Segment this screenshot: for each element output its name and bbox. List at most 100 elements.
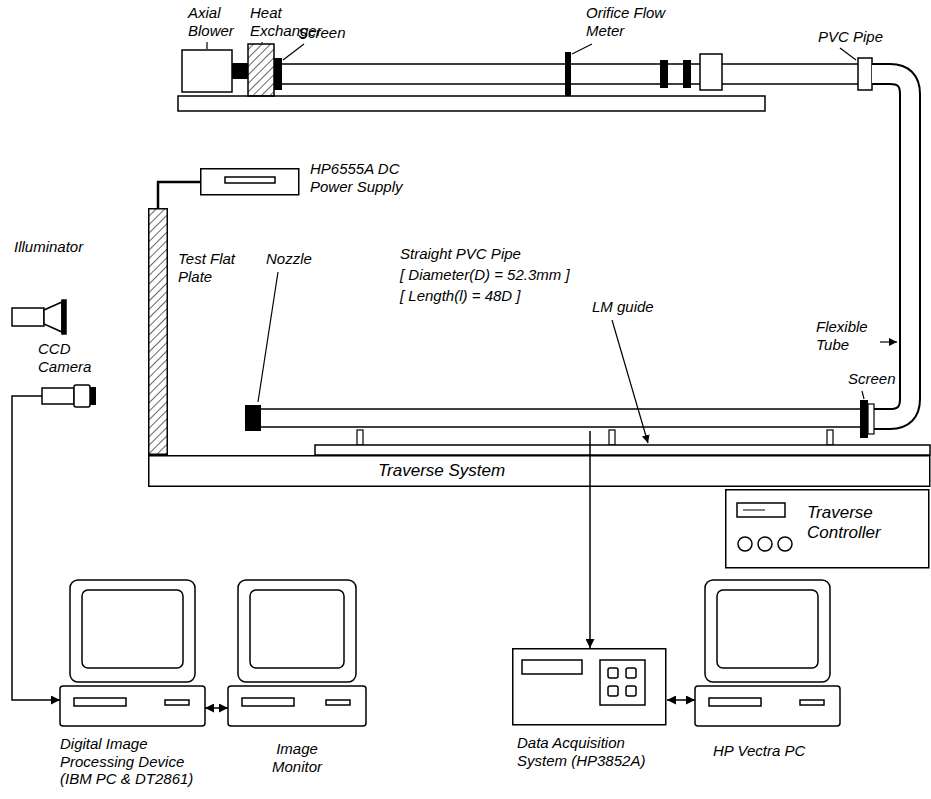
component-label: Straight PVC Pipe — [400, 245, 660, 263]
lm-guide — [315, 445, 930, 455]
component-label: [ Diameter(D) = 52.3mm ] — [400, 266, 660, 284]
flexible-tube — [872, 74, 910, 419]
traverse-controller-outline — [743, 510, 765, 511]
leader-line — [572, 44, 592, 54]
leader-line — [283, 44, 304, 60]
axial-blower — [182, 50, 248, 92]
workstation-pc-outline — [717, 590, 818, 668]
image-monitor-outline — [228, 580, 366, 728]
ccd-camera-outline — [42, 385, 96, 407]
workstation-pc: HP Vectra PC — [695, 580, 840, 770]
data-acquisition-unit-outline — [512, 648, 667, 726]
traverse-controller-outline — [726, 490, 929, 568]
image-monitor-outline — [228, 580, 366, 726]
part-label: Screen — [298, 24, 368, 42]
ccd-camera-outline — [42, 388, 74, 404]
dc-power-supply-outline — [200, 168, 300, 196]
pipe-ring — [700, 54, 722, 90]
screen-upper — [274, 58, 282, 90]
traverse-controller-outline — [758, 537, 772, 551]
leader-line — [206, 42, 207, 49]
part-label: Nozzle — [266, 250, 336, 268]
test-pipe-outline — [261, 426, 860, 428]
pipe-ring — [660, 60, 668, 88]
signal-line — [589, 431, 591, 648]
data-acquisition-unit-outline — [626, 668, 636, 678]
data-acquisition-unit-outline — [600, 660, 645, 705]
blower-platform — [178, 96, 765, 111]
image-monitor-outline — [250, 590, 344, 668]
heat-exchanger — [248, 44, 274, 96]
test-plate-outline — [148, 208, 168, 455]
data-acquisition-unit-outline — [522, 660, 582, 674]
data-acquisition-unit-outline — [513, 649, 666, 725]
workstation-pc-outline — [709, 698, 761, 706]
traverse-base: Traverse System — [148, 455, 931, 487]
data-acquisition-unit-outline — [513, 649, 666, 725]
leader-line — [261, 42, 262, 43]
power-wire — [158, 182, 200, 208]
part-label: Screen — [848, 370, 908, 388]
image-processing-pc-outline — [82, 590, 183, 668]
signal-line — [12, 396, 60, 700]
image-processing-pc-outline — [165, 700, 189, 705]
pipe-fitting — [858, 58, 872, 90]
dc-power-supply-outline — [201, 169, 299, 195]
illuminator-icon — [62, 300, 66, 334]
orifice-plate — [565, 52, 571, 96]
image-monitor-outline — [238, 580, 356, 682]
part-label: Orifice Flow Meter — [586, 4, 666, 39]
ccd-camera-outline — [42, 385, 98, 407]
screen-lower — [860, 400, 868, 438]
screen-upper — [274, 58, 282, 90]
test-pipe: Straight PVC Pipe [ Diameter(D) = 52.3mm … — [245, 245, 865, 431]
image-processing-pc: Digital Image Processing Device (IBM PC … — [60, 580, 210, 792]
dc-power-supply-outline — [225, 177, 275, 183]
leader-line — [862, 391, 864, 399]
pipe-support — [357, 430, 833, 445]
test-pipe-outline — [245, 405, 865, 431]
illuminator-icon — [12, 300, 66, 334]
traverse-base-outline — [148, 455, 931, 487]
test-plate-outline — [149, 209, 168, 455]
component-label: Traverse System — [378, 461, 558, 481]
pipe-fitting — [858, 58, 872, 90]
ccd-camera: CCD Camera — [22, 340, 103, 410]
component-label: Image Monitor — [257, 740, 337, 775]
workstation-pc-outline — [695, 686, 840, 726]
signal-line — [205, 707, 228, 709]
component-label: Digital Image Processing Device (IBM PC … — [60, 735, 205, 788]
image-processing-pc-outline — [60, 686, 205, 726]
flexible-tube — [872, 74, 910, 419]
image-monitor-outline — [242, 698, 294, 706]
leader-line — [880, 341, 897, 342]
ccd-camera-outline — [74, 385, 90, 407]
component-label: Test Flat Plate — [178, 250, 250, 285]
component-label: CCD Camera — [38, 340, 100, 375]
component-label: Traverse Controller — [807, 503, 917, 543]
component-label: Data Acquisition System (HP3852A) — [517, 734, 667, 769]
test-pipe-outline — [261, 408, 860, 410]
workstation-pc-outline — [695, 580, 840, 728]
ccd-camera-outline — [90, 387, 96, 405]
flexible-tube — [872, 74, 910, 419]
workstation-pc-outline — [705, 580, 830, 682]
image-processing-pc-outline — [70, 580, 195, 682]
data-acquisition-unit-outline — [608, 686, 618, 696]
blower-platform — [178, 96, 765, 111]
test-plate: Test Flat Plate — [148, 208, 258, 455]
part-label: Axial Blower — [188, 4, 243, 39]
pipe-ring — [683, 60, 691, 88]
test-pipe-outline — [245, 405, 261, 431]
data-acquisition-unit-outline — [608, 668, 618, 678]
illuminator-icon — [44, 302, 62, 332]
image-monitor-outline — [326, 700, 350, 705]
workstation-pc-outline — [695, 580, 840, 726]
dc-power-supply: HP6555A DC Power Supply — [200, 160, 415, 212]
part-label: LM guide — [592, 298, 682, 316]
screen-lower — [860, 400, 874, 438]
pipe-support — [827, 430, 833, 445]
heat-exchanger — [248, 44, 274, 96]
